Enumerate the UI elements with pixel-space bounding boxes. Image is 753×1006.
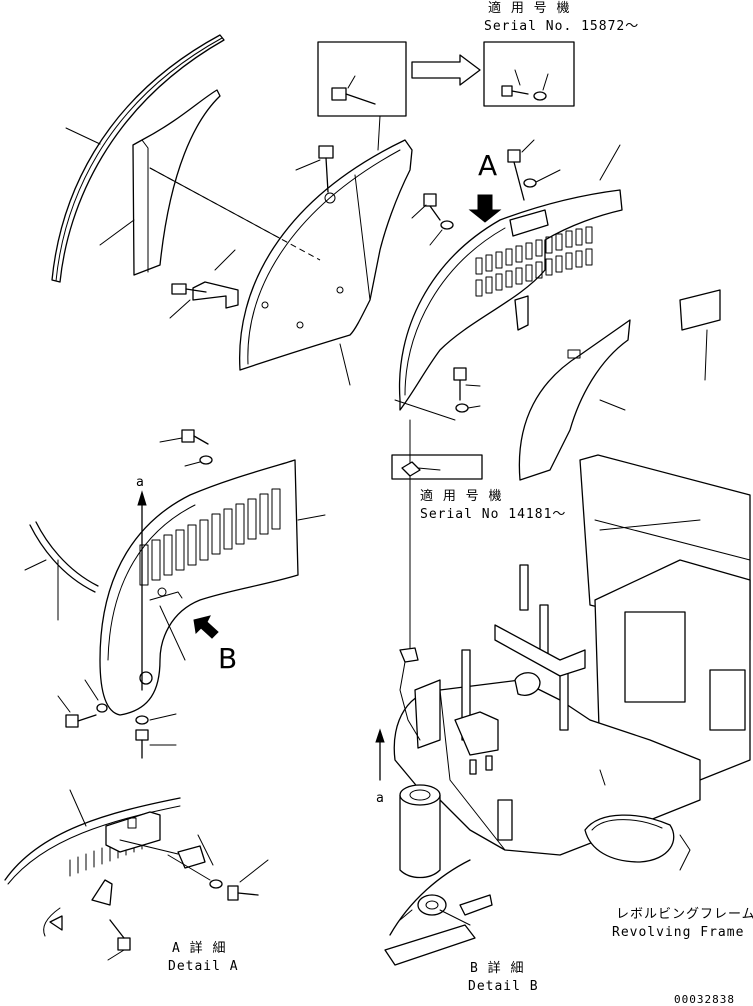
view-b-label: B (218, 642, 237, 675)
serial-top: Serial No. 15872～ (484, 19, 639, 34)
bolt-icon (135, 729, 149, 759)
washer-icon (209, 879, 223, 889)
washer-icon (533, 91, 547, 101)
washer-icon (96, 703, 108, 713)
detail-b: B 詳 細 Detail B (384, 859, 539, 994)
bolt-icon (171, 283, 207, 295)
detail-a-label: Detail A (168, 959, 239, 974)
washer-icon (199, 455, 213, 465)
detail-a: A 詳 細 Detail A (4, 789, 269, 974)
detail-b-jp: B 詳 細 (470, 960, 524, 976)
bolt-icon (423, 193, 441, 221)
doc-number: 00032838 (674, 993, 735, 1006)
bolt-icon (227, 885, 259, 901)
detail-b-label: Detail B (468, 979, 539, 994)
bolt-icon (109, 919, 131, 951)
side-cover-assembly: B a (24, 429, 326, 759)
serial-mid: Serial No 14181～ (420, 507, 566, 522)
louver-grid (475, 226, 593, 297)
serial-mid-jp: 適 用 号 機 (420, 488, 502, 504)
louvered-cover-assembly: A (391, 139, 721, 661)
washer-icon (523, 178, 537, 188)
washer-icon (440, 220, 454, 230)
bolt-icon (507, 149, 525, 201)
detail-a-jp: A 詳 細 (172, 940, 226, 956)
frame-label-en: Revolving Frame (612, 925, 744, 940)
arrow-a-left-label: a (136, 475, 145, 490)
bolt-icon (318, 145, 334, 193)
bolt-icon (65, 714, 97, 728)
bolt-icon (453, 367, 467, 401)
frame-label-jp: レボルビングフレーム (616, 907, 753, 922)
view-a-label: A (478, 149, 497, 182)
serial-change-box-top: 適 用 号 機 Serial No. 15872～ (317, 0, 639, 151)
bolt-icon (331, 87, 376, 105)
washer-icon (135, 715, 149, 725)
arrow-diagonal-icon (193, 615, 219, 639)
serial-top-jp: 適 用 号 機 (488, 0, 570, 16)
arrow-a-right-label: a (376, 791, 385, 806)
arrow-down-icon (468, 194, 502, 223)
bolt-icon (501, 85, 529, 97)
cover-plate-assembly (51, 34, 413, 386)
revolving-frame: a (375, 454, 751, 879)
washer-icon (455, 403, 469, 413)
louver-grid (139, 488, 281, 586)
arrow-right-icon (411, 54, 481, 86)
bolt-icon (181, 429, 209, 445)
